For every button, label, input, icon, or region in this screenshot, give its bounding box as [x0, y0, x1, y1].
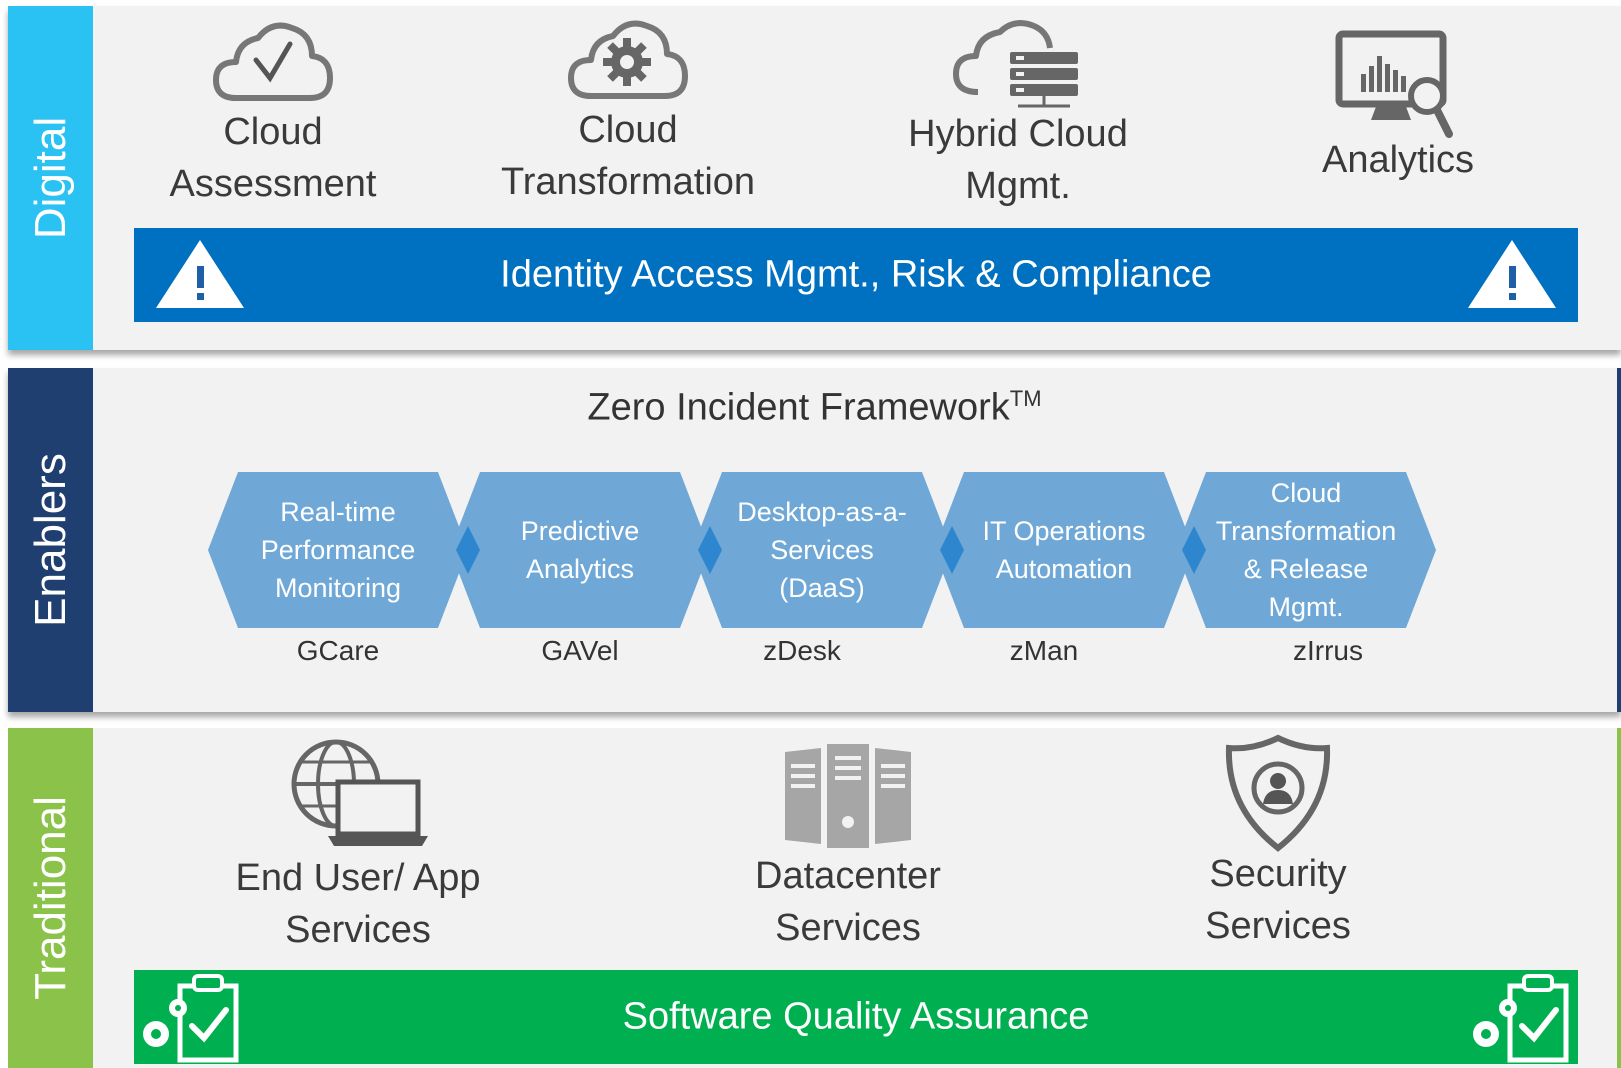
end-user-app-services-item: End User/ App Services: [218, 736, 498, 956]
module-realtime-monitoring: Real-time Performance Monitoring: [208, 472, 468, 628]
iam-bar-label: Identity Access Mgmt., Risk & Compliance: [500, 253, 1212, 296]
product-zirrus: zIrrus: [1293, 635, 1363, 666]
enablers-label: Enablers: [25, 453, 75, 627]
traditional-label: Traditional: [25, 796, 75, 1000]
clipboard-check-gear-icon: [1473, 974, 1569, 1063]
analytics-label: Analytics: [1321, 139, 1475, 181]
end-user-app-services-label: End User/ App Services: [235, 857, 481, 951]
datacenter-services-label: Datacenter Services: [755, 855, 941, 949]
cloud-gear-icon: [568, 20, 688, 99]
module-label: Desktop-as-a- Services (DaaS): [737, 497, 907, 603]
module-daas: Desktop-as-a- Services (DaaS): [692, 472, 952, 628]
cloud-server-icon: [953, 20, 1078, 108]
module-predictive-analytics: Predictive Analytics: [450, 472, 710, 628]
sqa-bar-label: Software Quality Assurance: [622, 995, 1090, 1038]
digital-side-tab: Digital: [8, 6, 93, 350]
datacenter-services-item: Datacenter Services: [728, 744, 968, 954]
cloud-assessment-label: Cloud Assessment: [169, 111, 377, 205]
module-label: Predictive Analytics: [520, 516, 640, 584]
warning-icon: [156, 240, 244, 308]
module-label: Real-time Performance Monitoring: [260, 497, 416, 603]
hybrid-cloud-item: Hybrid Cloud Mgmt.: [888, 18, 1148, 212]
software-quality-assurance-bar: Software Quality Assurance: [134, 970, 1578, 1064]
traditional-right-stripe: [1617, 728, 1621, 1068]
cloud-transformation-item: Cloud Transformation: [498, 16, 758, 208]
globe-laptop-icon: [291, 739, 428, 846]
server-rack-icon: [785, 744, 911, 848]
framework-title: Zero Incident FrameworkTM: [8, 386, 1621, 430]
product-gcare: GCare: [296, 635, 380, 666]
analytics-item: Analytics: [1298, 30, 1498, 186]
traditional-side-tab: Traditional: [8, 728, 93, 1068]
hybrid-cloud-label: Hybrid Cloud Mgmt.: [908, 113, 1128, 207]
clipboard-check-gear-icon: [143, 974, 239, 1063]
module-label: Cloud Transformation & Release Mgmt.: [1215, 478, 1397, 622]
module-cloud-transformation-release: Cloud Transformation & Release Mgmt.: [1176, 472, 1436, 628]
iam-risk-compliance-bar: Identity Access Mgmt., Risk & Compliance: [134, 228, 1578, 322]
product-zman: zMan: [1009, 635, 1079, 666]
enablers-right-stripe: [1617, 368, 1621, 712]
warning-icon: [1468, 240, 1556, 308]
product-zdesk: zDesk: [763, 635, 841, 666]
framework-title-text: Zero Incident Framework: [587, 386, 1010, 429]
digital-label: Digital: [25, 116, 75, 240]
enablers-band: Enablers Zero Incident FrameworkTM Real-…: [8, 368, 1621, 712]
cloud-transformation-label: Cloud Transformation: [500, 109, 756, 203]
cloud-check-icon: [213, 22, 333, 101]
analytics-monitor-icon: [1335, 30, 1453, 138]
security-services-item: Security Services: [1168, 734, 1388, 952]
enablers-side-tab: Enablers: [8, 368, 93, 712]
shield-user-icon: [1225, 734, 1331, 852]
product-gavel: GAVel: [541, 635, 619, 666]
security-services-label: Security Services: [1205, 853, 1351, 947]
trademark-mark: TM: [1009, 386, 1042, 411]
cloud-assessment-item: Cloud Assessment: [158, 16, 388, 210]
traditional-band: Traditional End User/ App Services: [8, 728, 1621, 1068]
module-label: IT Operations Automation: [982, 516, 1146, 584]
module-it-operations-automation: IT Operations Automation: [934, 472, 1194, 628]
digital-band: Digital Cloud Assessment: [8, 6, 1621, 350]
